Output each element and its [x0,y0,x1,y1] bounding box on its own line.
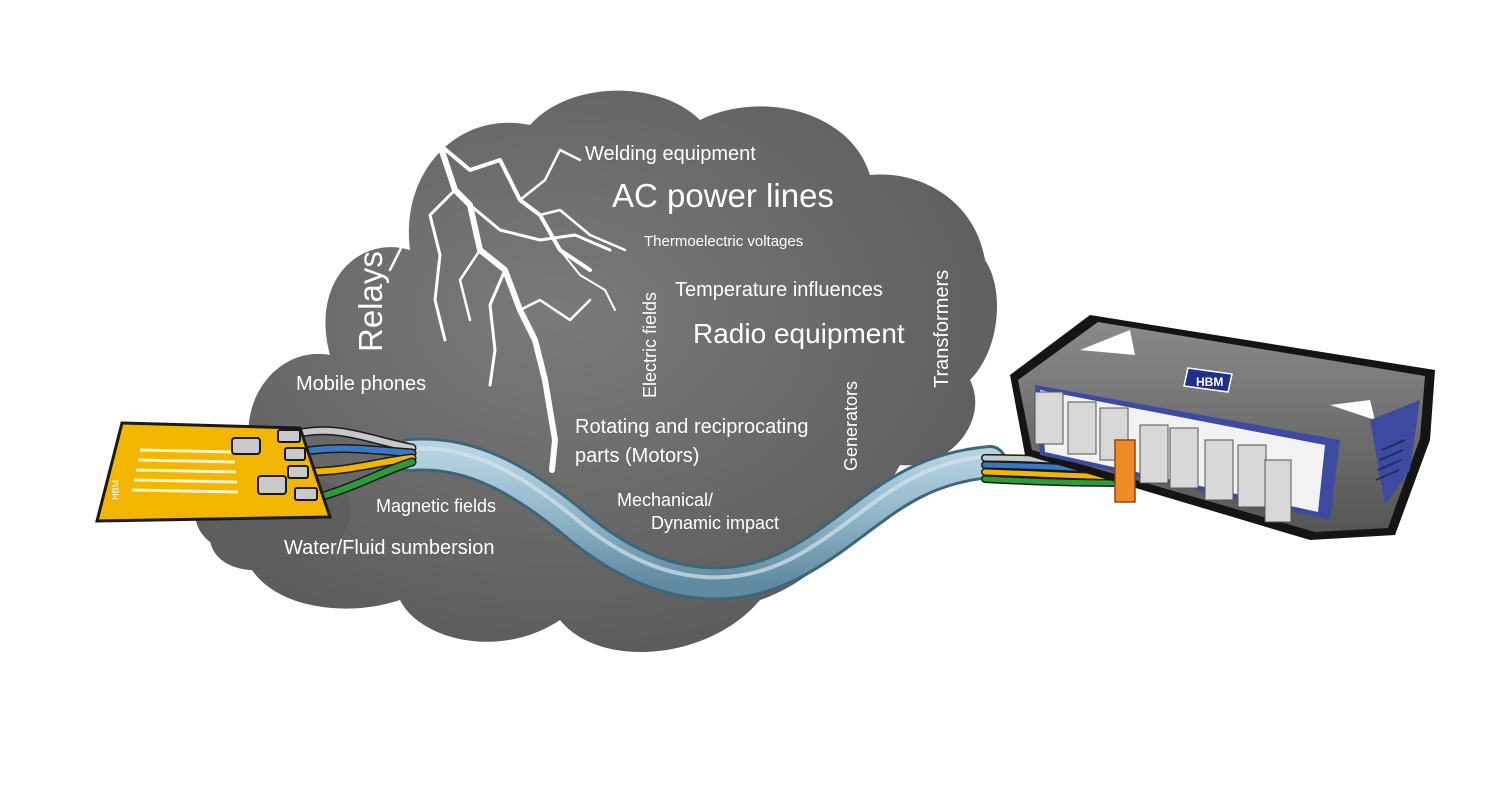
label-mechanical-1: Mechanical/ [617,490,713,510]
lightning-icon [388,142,627,473]
label-welding: Welding equipment [585,143,756,165]
gauge-mark: HBM [110,480,121,500]
label-temperature: Temperature influences [675,279,883,301]
label-magnetic: Magnetic fields [376,496,496,516]
measurement-cable [393,437,1007,601]
label-transformers: Transformers [931,270,953,388]
device-logo-badge: HBM [1183,367,1233,393]
device-vents [1375,439,1406,481]
orange-connector [1114,439,1136,503]
label-electric-fields: Electric fields [640,292,660,398]
label-rotating-2: parts (Motors) [575,445,699,467]
storm-cloud [195,90,998,653]
gauge-grid [131,448,239,494]
gauge-solder-pads [231,429,318,501]
label-relays: Relays [352,251,389,352]
label-water: Water/Fluid sumbersion [284,537,494,559]
data-acquisition-device: HBM [1010,315,1435,540]
label-ac-power: AC power lines [612,177,834,214]
strain-gauge: HBM [95,421,333,523]
label-thermo: Thermoelectric voltages [644,233,803,250]
label-rotating-1: Rotating and reciprocating [575,416,808,438]
terminal-blocks [1034,391,1292,523]
label-radio: Radio equipment [693,318,905,349]
label-mobile: Mobile phones [296,373,426,395]
label-generators: Generators [841,381,861,471]
noise-labels: Welding equipment AC power lines Thermoe… [284,143,953,559]
label-mechanical-2: Dynamic impact [651,513,779,533]
device-logo: HBM [1196,375,1223,389]
